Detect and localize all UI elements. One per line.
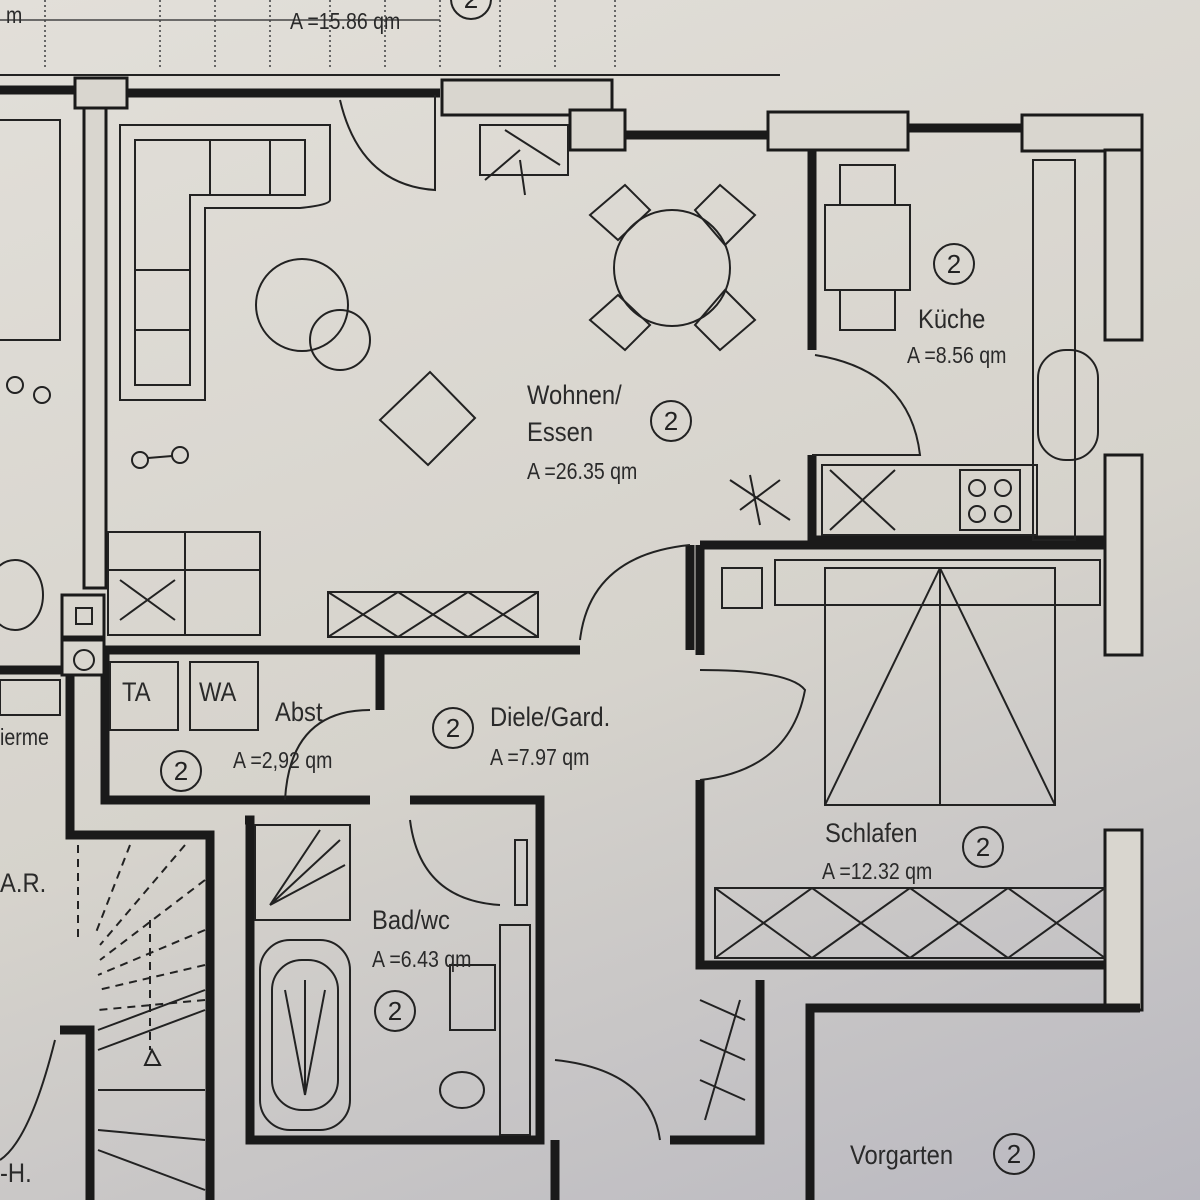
kueche-area: A =8.56 qm — [907, 342, 1007, 368]
abst-wa-label: WA — [199, 677, 237, 707]
abst-area: A =2,92 qm — [233, 747, 333, 773]
vorgarten-number: 2 — [993, 1133, 1035, 1175]
furniture-bedroom — [699, 559, 1106, 1121]
furniture-kitchen — [821, 159, 1099, 541]
doors — [0, 95, 922, 1161]
diele-number: 2 — [432, 707, 474, 749]
abst-label: Abst — [275, 697, 323, 727]
bad-label: Bad/wc — [372, 905, 450, 935]
schlafen-number: 2 — [962, 826, 1004, 868]
abst-ta-label: TA — [122, 677, 151, 707]
top-terrace-grid — [44, 0, 616, 70]
left-edge-fixtures — [0, 119, 61, 716]
staircase — [60, 844, 206, 1200]
therme-label: ierme — [0, 724, 49, 750]
diele-area: A =7.97 qm — [490, 744, 590, 770]
wohnen-label-line1: Wohnen/ — [527, 380, 622, 410]
furniture-abst — [109, 661, 259, 731]
top-room-unit: m — [6, 2, 23, 28]
kueche-number: 2 — [933, 243, 975, 285]
ar-label: A.R. — [0, 868, 47, 898]
schlafen-label: Schlafen — [825, 818, 918, 848]
bad-number: 2 — [374, 990, 416, 1032]
h-label: -H. — [0, 1158, 32, 1188]
vorgarten-label: Vorgarten — [850, 1140, 954, 1170]
wohnen-area: A =26.35 qm — [527, 458, 638, 484]
kueche-label: Küche — [918, 304, 986, 334]
diele-label: Diele/Gard. — [490, 702, 611, 732]
wohnen-number: 2 — [650, 400, 692, 442]
walls — [0, 76, 1144, 1200]
abst-number: 2 — [160, 750, 202, 792]
top-room-area: A =15.86 qm — [290, 8, 401, 34]
bad-area: A =6.43 qm — [372, 946, 472, 972]
furniture-bathroom — [254, 824, 531, 1136]
schlafen-area: A =12.32 qm — [822, 858, 933, 884]
wohnen-label-line2: Essen — [527, 417, 594, 447]
furniture-living — [107, 124, 791, 638]
